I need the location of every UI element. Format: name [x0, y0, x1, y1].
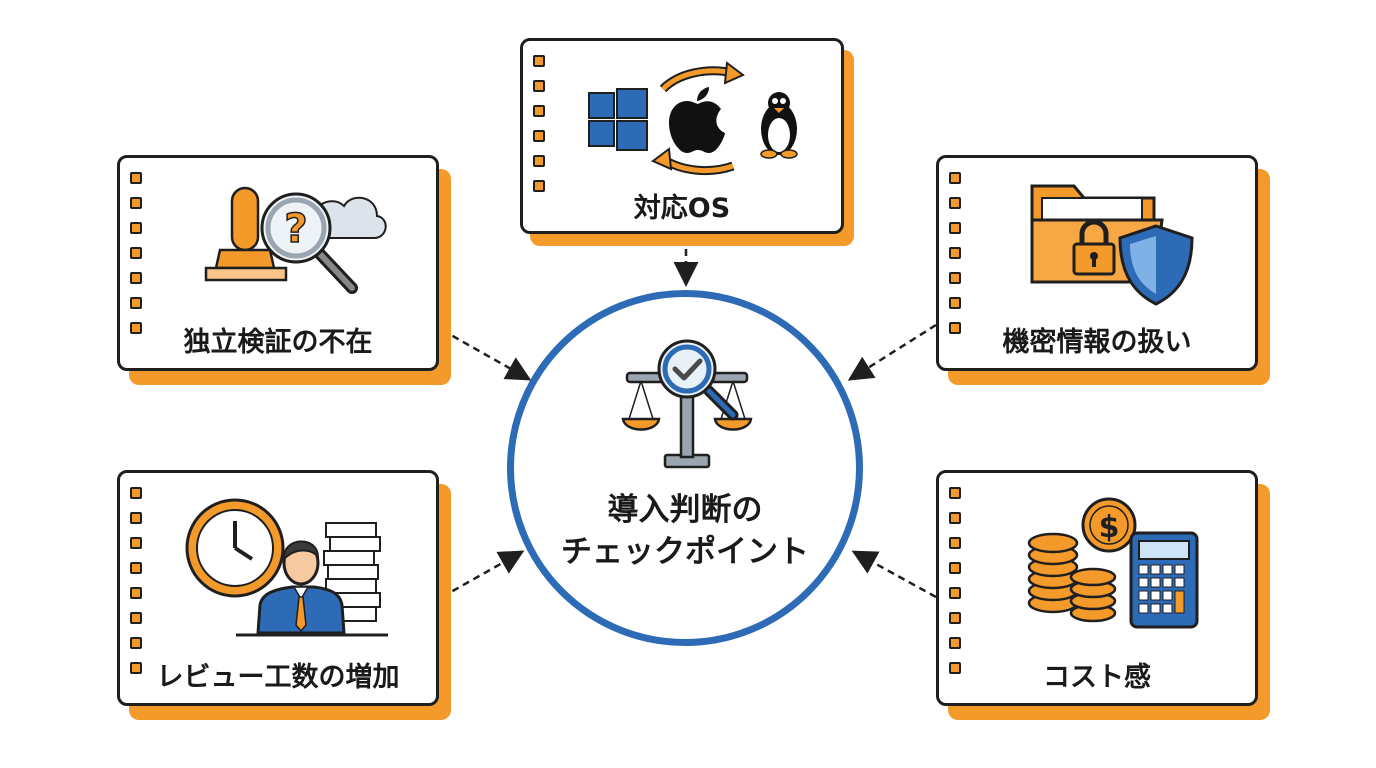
confidential-icons [1030, 184, 1194, 306]
os-icons [588, 61, 798, 176]
svg-text:$: $ [1099, 510, 1120, 545]
arrow-cost [851, 550, 937, 599]
review-icons [185, 498, 388, 637]
card-verification-label: 独立検証の不在 [183, 327, 373, 358]
balance-scale-icon [621, 339, 753, 469]
card-review-label: レビュー工数の増加 [156, 662, 400, 693]
arrow-confidential [847, 323, 937, 381]
binder-holes [949, 172, 961, 334]
linux-penguin-icon [760, 92, 798, 159]
dollar-coin-icon: $ [1081, 497, 1137, 553]
person-icon [256, 540, 346, 635]
coin-stack-icon [1027, 532, 1117, 623]
card-os-label: 対応OS [633, 193, 731, 224]
calculator-icon [1129, 531, 1199, 629]
windows-icon [588, 88, 648, 151]
binder-holes [130, 172, 142, 334]
apple-icon [669, 87, 725, 153]
magnifier-question-icon: ? [260, 192, 358, 294]
svg-text:?: ? [284, 206, 307, 252]
center-circle: 導入判断の チェックポイント [507, 290, 863, 646]
arrow-verification [441, 328, 532, 381]
center-title-line2: チェックポイント [561, 534, 809, 570]
padlock-icon [1072, 219, 1116, 276]
card-confidential-label: 機密情報の扱い [1002, 327, 1192, 358]
center-title-line1: 導入判断の [607, 492, 763, 528]
verification-icons: ? [204, 186, 387, 294]
arrow-review [441, 550, 525, 599]
clock-icon [185, 498, 285, 598]
binder-holes [130, 487, 142, 674]
magnifier-check-icon [657, 339, 739, 421]
binder-holes [533, 55, 545, 192]
card-cost-label: コスト感 [1043, 662, 1151, 693]
shield-icon [1118, 224, 1194, 306]
binder-holes [949, 487, 961, 674]
cost-icons: $ [1027, 497, 1199, 629]
stamp-icon [204, 186, 288, 282]
